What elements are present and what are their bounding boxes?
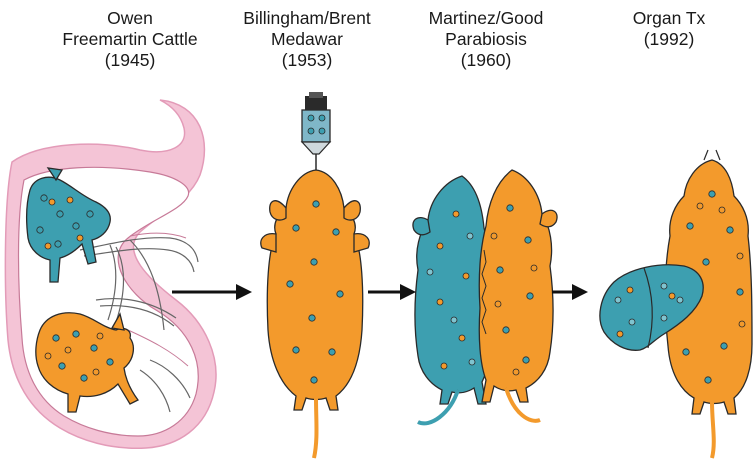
arrow-right-icon <box>368 284 416 300</box>
orange-mouse <box>261 170 369 458</box>
arrow-right-icon <box>552 284 588 300</box>
arrow-right-icon <box>172 284 252 300</box>
syringe-icon <box>302 92 330 172</box>
orange-mouse-parabiosis <box>479 170 557 421</box>
uterus-illustration <box>5 100 216 448</box>
